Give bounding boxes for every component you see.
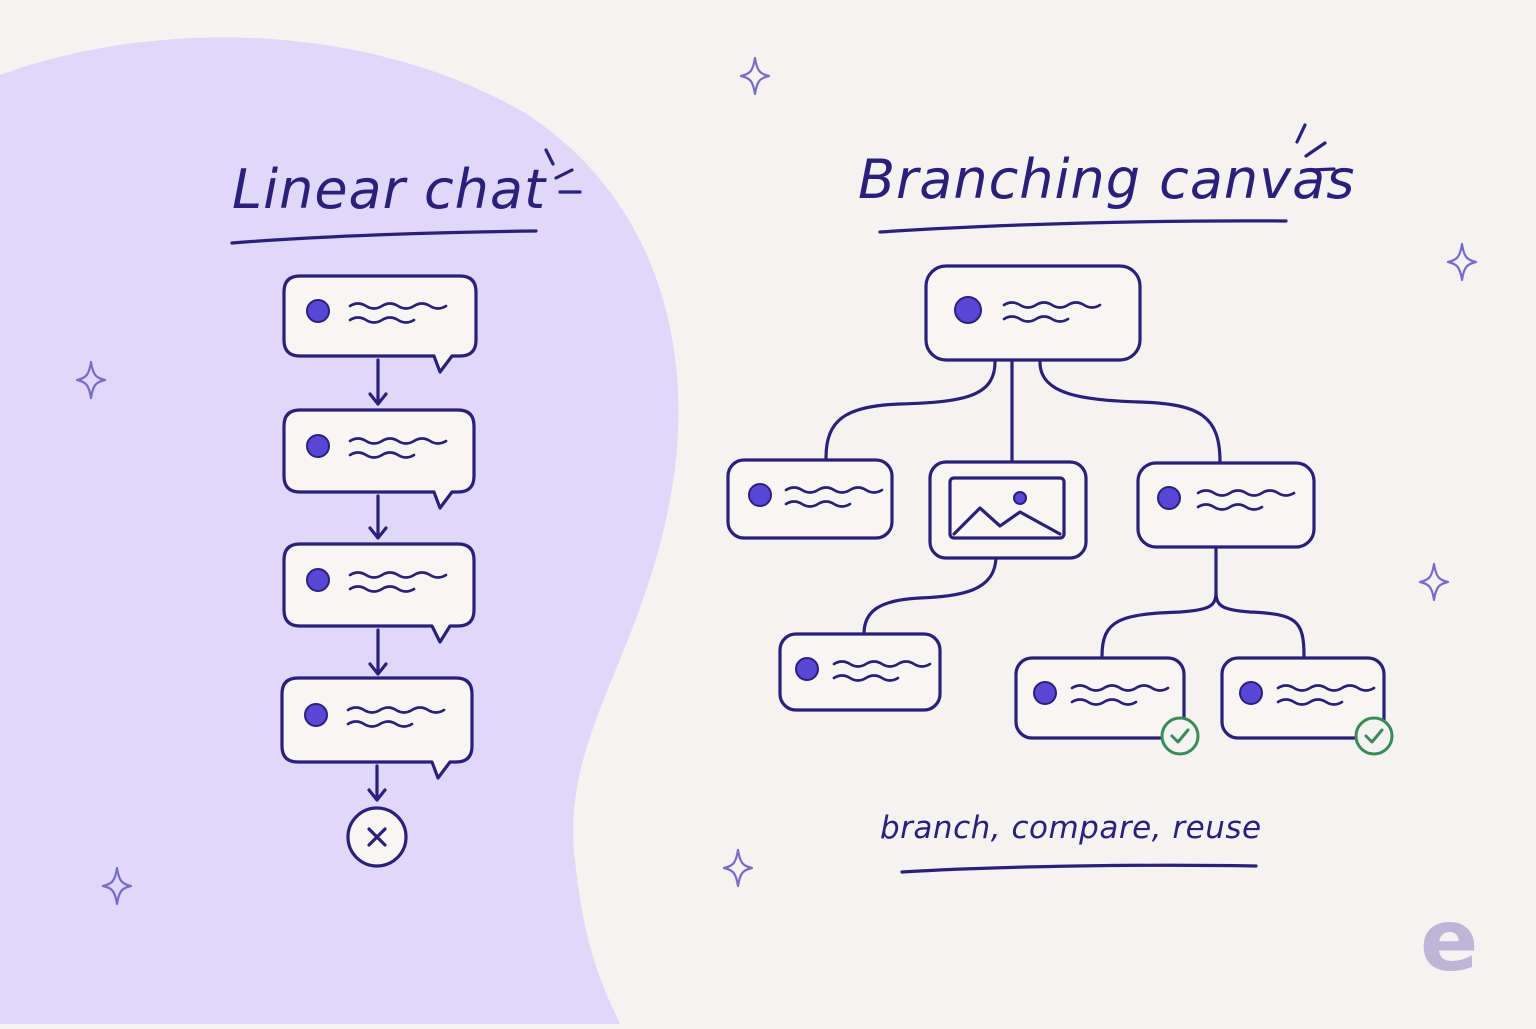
down-arrow bbox=[368, 628, 388, 676]
branch-node bbox=[778, 632, 942, 712]
branch-node bbox=[1220, 656, 1386, 740]
check-circle-icon bbox=[1354, 716, 1394, 756]
x-circle-icon bbox=[346, 806, 408, 868]
left-title-underline bbox=[230, 229, 538, 245]
avatar-dot bbox=[306, 299, 330, 323]
down-arrow bbox=[368, 494, 388, 540]
left-title-accent-marks bbox=[544, 148, 582, 194]
sparkle-icon bbox=[722, 848, 754, 888]
left-title-group: Linear chat bbox=[230, 148, 582, 245]
sparkle-icon bbox=[1418, 562, 1450, 602]
right-panel-caption: branch, compare, reuse bbox=[880, 810, 1262, 846]
down-arrow bbox=[368, 358, 388, 406]
branching-canvas bbox=[726, 264, 1394, 756]
avatar-dot bbox=[954, 296, 982, 324]
avatar-dot bbox=[1157, 486, 1181, 510]
right-title-group: Branching canvas bbox=[858, 123, 1355, 234]
image-icon bbox=[948, 476, 1066, 540]
chat-bubble bbox=[280, 676, 474, 780]
chat-bubble bbox=[282, 408, 476, 510]
avatar-dot bbox=[306, 434, 330, 458]
right-panel-title: Branching canvas bbox=[858, 148, 1355, 211]
caption-group: branch, compare, reuse bbox=[880, 810, 1262, 874]
avatar-dot bbox=[1033, 681, 1057, 705]
linear-chat-flow bbox=[280, 274, 478, 868]
down-arrow bbox=[367, 764, 387, 802]
chat-bubble bbox=[282, 274, 478, 374]
root-node bbox=[924, 264, 1142, 362]
left-panel-title: Linear chat bbox=[232, 158, 547, 221]
sparkle-icon bbox=[739, 56, 771, 96]
right-title-accent-marks bbox=[1295, 123, 1336, 172]
avatar-dot bbox=[304, 703, 328, 727]
branch-connectors bbox=[824, 360, 1306, 658]
avatar-dot bbox=[748, 483, 772, 507]
avatar-dot bbox=[306, 568, 330, 592]
caption-underline bbox=[900, 863, 1258, 874]
sparkle-icon bbox=[1446, 242, 1478, 282]
branch-node bbox=[1014, 656, 1186, 740]
left-background-blob bbox=[0, 37, 679, 1024]
image-node bbox=[928, 460, 1088, 560]
right-title-underline bbox=[878, 219, 1288, 234]
check-circle-icon bbox=[1160, 716, 1200, 756]
branch-node bbox=[726, 458, 894, 540]
branch-node bbox=[1136, 461, 1316, 549]
brand-logo: e bbox=[1420, 891, 1478, 991]
avatar-dot bbox=[795, 657, 819, 681]
chat-bubble bbox=[282, 542, 476, 644]
avatar-dot bbox=[1239, 681, 1263, 705]
